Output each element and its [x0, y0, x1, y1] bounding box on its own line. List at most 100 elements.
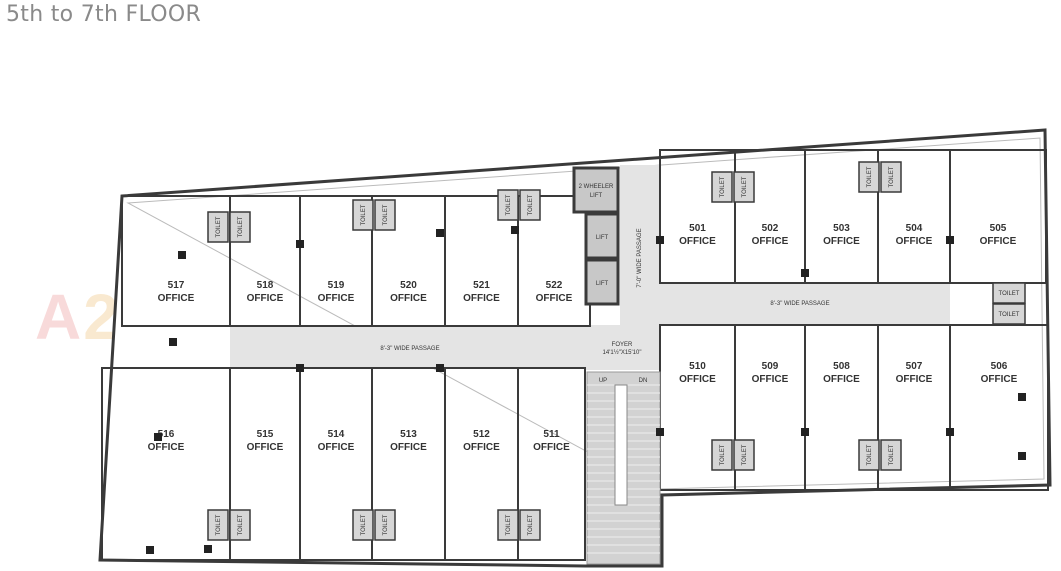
- office-number: 507: [906, 361, 923, 372]
- toilet: [229, 211, 251, 243]
- left-passage: [230, 326, 590, 368]
- office-label: OFFICE: [158, 293, 195, 304]
- toilet-label: TOILET: [216, 514, 222, 535]
- office-label: OFFICE: [463, 293, 500, 304]
- toilet-label: TOILET: [720, 176, 726, 197]
- office-number: 515: [257, 429, 274, 440]
- lift-label: LIFT: [596, 235, 609, 241]
- toilet-label: TOILET: [528, 194, 534, 215]
- vertical-passage-label: 7'-0" WIDE PASSAGE: [637, 228, 643, 287]
- office-label: OFFICE: [752, 374, 789, 385]
- office-number: 505: [990, 223, 1007, 234]
- toilet: [207, 509, 229, 541]
- office-number: 503: [833, 223, 850, 234]
- toilet-label: TOILET: [506, 514, 512, 535]
- toilet-label: TOILET: [361, 204, 367, 225]
- toilet: [374, 199, 396, 231]
- toilet-label: TOILET: [999, 312, 1020, 318]
- column: [204, 545, 212, 553]
- toilet: [497, 189, 519, 221]
- lift-label: LIFT: [596, 281, 609, 287]
- toilet: [858, 161, 880, 193]
- foyer-label: FOYER: [612, 342, 633, 348]
- column: [169, 338, 177, 346]
- toilet-label: TOILET: [889, 444, 895, 465]
- office-label: OFFICE: [247, 442, 284, 453]
- office-number: 511: [543, 429, 560, 440]
- column: [296, 240, 304, 248]
- toilet: [352, 509, 374, 541]
- toilet: [519, 189, 541, 221]
- office-number: 502: [762, 223, 779, 234]
- toilet: [207, 211, 229, 243]
- two-wheeler-lift: [572, 166, 620, 214]
- right-passage: [660, 283, 950, 325]
- column: [946, 428, 954, 436]
- left-passage-label: 8'-3" WIDE PASSAGE: [380, 346, 439, 352]
- office-label: OFFICE: [390, 442, 427, 453]
- toilet-label: TOILET: [383, 514, 389, 535]
- right-passage-label: 8'-3" WIDE PASSAGE: [770, 301, 829, 307]
- office-label: OFFICE: [463, 442, 500, 453]
- column: [656, 236, 664, 244]
- office-label: OFFICE: [980, 236, 1017, 247]
- stairs-up-label: UP: [599, 378, 607, 384]
- lift-2: [584, 258, 620, 306]
- toilet-label: TOILET: [238, 216, 244, 237]
- toilet: [733, 171, 755, 203]
- office-number: 517: [168, 280, 185, 291]
- column: [946, 236, 954, 244]
- office-number: 521: [473, 280, 490, 291]
- toilet-label: TOILET: [742, 444, 748, 465]
- column: [436, 364, 444, 372]
- toilet-label: TOILET: [216, 216, 222, 237]
- office-511: [517, 367, 586, 561]
- toilet-label: TOILET: [999, 291, 1020, 297]
- office-label: OFFICE: [896, 374, 933, 385]
- toilet-label: TOILET: [238, 514, 244, 535]
- office-number: 522: [546, 280, 563, 291]
- toilet: [497, 509, 519, 541]
- office-label: OFFICE: [247, 293, 284, 304]
- column: [1018, 452, 1026, 460]
- office-label: OFFICE: [823, 374, 860, 385]
- foyer-area: [585, 325, 660, 370]
- office-number: 501: [689, 223, 706, 234]
- toilet: [519, 509, 541, 541]
- column: [154, 433, 162, 441]
- toilet: [733, 439, 755, 471]
- two-wheeler-lift-label: 2 WHEELER: [579, 184, 614, 190]
- toilet-label: TOILET: [506, 194, 512, 215]
- toilet: [711, 439, 733, 471]
- toilet: [711, 171, 733, 203]
- toilet: [992, 282, 1026, 304]
- office-label: OFFICE: [679, 374, 716, 385]
- foyer-size-label: 14'1½"X15'10": [603, 349, 642, 356]
- office-number: 510: [689, 361, 706, 372]
- column: [801, 269, 809, 277]
- toilet: [374, 509, 396, 541]
- column: [801, 428, 809, 436]
- office-number: 513: [400, 429, 417, 440]
- office-number: 509: [762, 361, 779, 372]
- lift-1: [584, 212, 620, 260]
- office-label: OFFICE: [318, 293, 355, 304]
- office-label: OFFICE: [318, 442, 355, 453]
- toilet-label: TOILET: [720, 444, 726, 465]
- toilet: [229, 509, 251, 541]
- office-label: OFFICE: [679, 236, 716, 247]
- stairs-down-label: DN: [639, 378, 648, 384]
- office-label: OFFICE: [533, 442, 570, 453]
- column: [178, 251, 186, 259]
- toilet: [880, 161, 902, 193]
- office-number: 516: [158, 429, 175, 440]
- office-number: 508: [833, 361, 850, 372]
- toilet: [858, 439, 880, 471]
- toilet: [352, 199, 374, 231]
- toilet-label: TOILET: [867, 444, 873, 465]
- column: [1018, 393, 1026, 401]
- column: [296, 364, 304, 372]
- office-label: OFFICE: [823, 236, 860, 247]
- column: [656, 428, 664, 436]
